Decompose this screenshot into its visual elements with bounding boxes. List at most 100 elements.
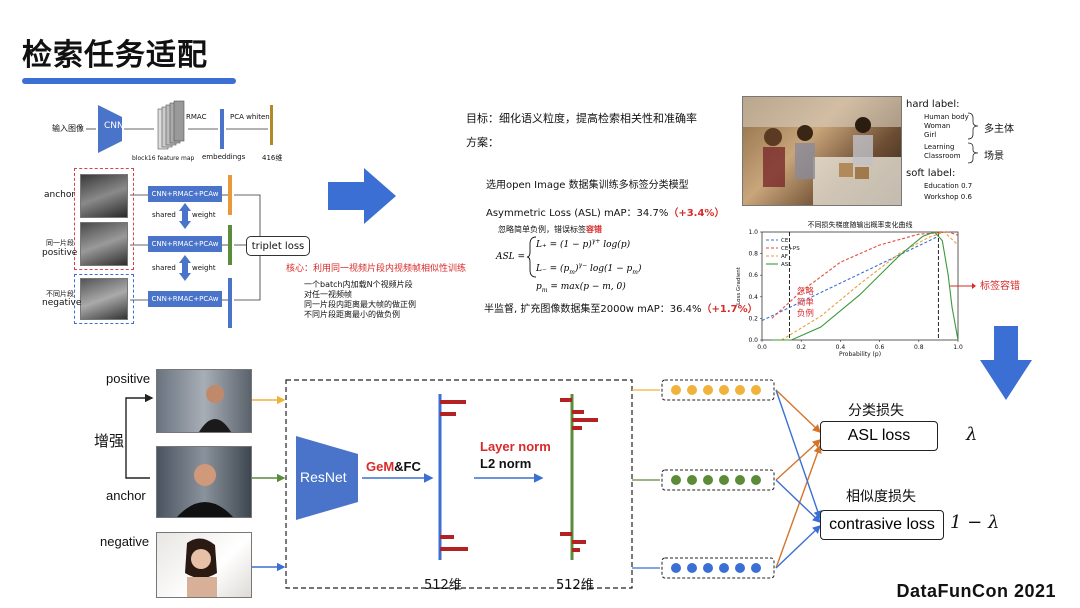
formula-brace [526, 236, 537, 278]
positive-image [156, 369, 252, 433]
formula-asl: ASL = [496, 252, 526, 262]
anchor-positive-group [74, 168, 134, 270]
negative-frame-image [80, 278, 128, 320]
classification-loss-title: 分类损失 [848, 403, 904, 419]
chart-annotation-arrowhead [972, 283, 976, 289]
asl-map: Asymmetric Loss (ASL) mAP：34.7% [486, 208, 669, 219]
chart-y-tick-label: 0.0 [748, 337, 758, 344]
anchor-image [156, 446, 252, 518]
input-image-label: 输入图像 [52, 124, 84, 133]
chart-plot-area [761, 231, 959, 341]
multi-subject-label: 多主体 [984, 124, 1014, 135]
chart-x-tick-label: 0.8 [914, 344, 924, 351]
feature-map-stack [157, 100, 185, 150]
model-text: 选用open Image 数据集训练多标签分类模型 [486, 180, 689, 191]
resnet-trapezoid [296, 436, 358, 520]
anchor-frame-image [80, 174, 128, 218]
formula-lplus: L₊ = (1 − p)γ+ log(p) [536, 238, 631, 250]
similarity-loss-title: 相似度损失 [846, 489, 916, 505]
anchor-embed [228, 175, 232, 215]
resnet-label: ResNet [300, 469, 347, 485]
hard-item-classroom: Classroom [924, 152, 961, 160]
positive-embedding-dots [671, 385, 761, 395]
weight-label-2: weight [192, 264, 216, 272]
chart-y-tick-label: 0.2 [748, 315, 758, 322]
fc-word: &FC [394, 459, 421, 474]
asl-loss-box: ASL loss [820, 421, 938, 451]
title-underline [22, 78, 236, 84]
soft-label-title: soft label: [906, 168, 956, 179]
chart-title: 不同损失梯度随输出概率变化曲线 [808, 220, 913, 229]
positive-embed [228, 225, 232, 265]
positive-branch-box: CNN+RMAC+PCAw [148, 236, 222, 252]
chart-y-tick-label: 0.6 [748, 272, 758, 279]
bottom-pipeline-lines [125, 379, 822, 589]
diff-clip-label: 不同片段 [46, 290, 74, 298]
negative-label: negative [42, 298, 82, 308]
chart-y-label: Loss Gradient [736, 266, 742, 305]
whiten-bar [270, 105, 273, 145]
rmac-label: RMAC [186, 113, 207, 121]
chart-legend-label: AF [781, 254, 788, 260]
triplet-diagram-lines [86, 100, 273, 328]
embeddings-label: embeddings [202, 153, 246, 161]
l2-norm-label: L2 norm [480, 456, 532, 471]
scene-label: 场景 [984, 151, 1004, 162]
hard-label-title: hard label: [906, 99, 960, 110]
negative-embed [228, 278, 232, 328]
big-right-arrow [328, 168, 396, 224]
classroom-photo [742, 96, 902, 206]
shared-label-2: shared [152, 264, 176, 272]
tolerance-word: 容错 [586, 225, 602, 234]
one-minus-lambda-weight: 1 − λ [950, 512, 1000, 533]
ignore-note: 忽略简单负例，错误标签 [498, 225, 586, 234]
chart-y-tick-label: 1.0 [748, 229, 758, 236]
contrastive-loss-box: contrasive loss [820, 510, 944, 540]
dim-512-2: 512维 [556, 578, 594, 593]
anchor-label: anchor [44, 190, 76, 200]
asl-gain: （+3.4%） [668, 208, 725, 219]
anchor-branch-box: CNN+RMAC+PCAw [148, 186, 222, 202]
bottom-negative-label: negative [100, 534, 150, 549]
chart-x-tick-label: 0.6 [875, 344, 885, 351]
chart-x-tick-label: 1.0 [953, 344, 963, 351]
chart-annotation-easy-negative: 简单 [797, 297, 815, 308]
chart-annotation-easy-negative: 负例 [797, 308, 814, 319]
embedding-bar [220, 109, 224, 149]
goal-text: 目标：细化语义粒度，提高检索相关性和准确率 [466, 112, 697, 125]
note-2: 对任一视频帧 [304, 290, 352, 299]
negative-branch-box: CNN+RMAC+PCAw [148, 291, 222, 307]
hard-item-human-body: Human body [924, 113, 969, 121]
chart-legend-label: CE+PS [781, 246, 800, 252]
negative-group [74, 274, 134, 324]
cnn-trapezoid [98, 105, 122, 153]
negative-embedding-dots [671, 563, 761, 573]
core-note: 核心：利用同一视频片段内视频帧相似性训练 [286, 264, 467, 274]
chart-series-ce-ps [771, 231, 959, 319]
shared-label-1: shared [152, 211, 176, 219]
chart-series-ce [761, 235, 939, 322]
vector-2-bars [560, 398, 598, 552]
shared-weight-arrows [179, 203, 191, 281]
augment-label: 增强 [94, 432, 125, 450]
hard-item-learning: Learning [924, 143, 955, 151]
asl-text: Asymmetric Loss (ASL) mAP：34.7%（+3.4%） [486, 204, 724, 219]
cnn-label: CNN [104, 121, 124, 131]
chart-x-label: Probability (p) [839, 351, 881, 358]
plan-text: 方案： [466, 136, 499, 149]
chart-legend-label: ASL [781, 262, 792, 268]
soft-item-education: Education 0.7 [924, 182, 973, 190]
chart-y-tick-label: 0.4 [748, 294, 758, 301]
slide-title: 检索任务适配 [22, 38, 208, 73]
positive-frame-image [80, 222, 128, 266]
big-down-arrow [980, 326, 1032, 400]
encoder-dashed-box [285, 379, 633, 589]
positive-label: positive [42, 248, 78, 258]
hard-item-girl: Girl [924, 131, 937, 139]
formula-lminus: L₋ = (pm)γ− log(1 − pm) [536, 262, 642, 276]
semi-text: 半监督, 扩充图像数据集至2000w mAP：36.4%（+1.7%） [484, 300, 758, 315]
layer-norm-label: Layer norm [480, 439, 551, 454]
